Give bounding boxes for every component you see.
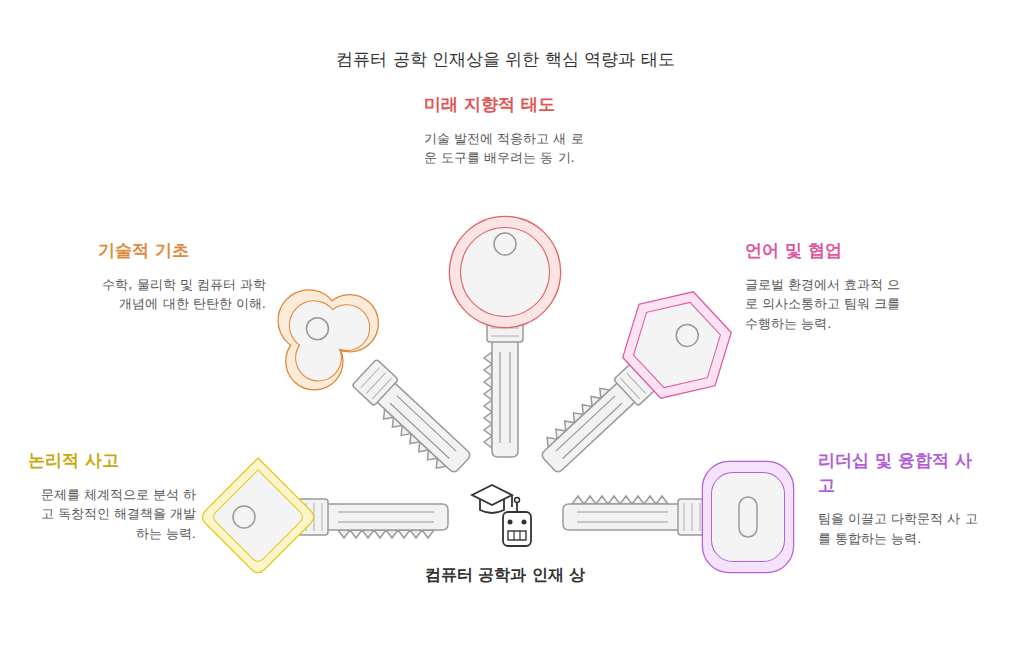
robot-mouth: [513, 531, 514, 540]
caption-body: 수학, 물리학 및 컴퓨터 과학 개념에 대한 탄탄한 이해.: [98, 275, 266, 314]
key-caption: 리더십 및 융합적 사고팀을 이끌고 다학문적 사 고를 통합하는 능력.: [818, 448, 980, 548]
key-hole: [233, 506, 255, 528]
key-groove: [577, 511, 668, 512]
key: [250, 260, 500, 503]
key-head-part: [712, 473, 784, 561]
key-head-part: [203, 459, 313, 572]
key-head: [450, 217, 560, 327]
robot-eye: [522, 520, 527, 525]
key-head: [461, 228, 549, 316]
diagram-title: 컴퓨터 공학 인재상을 위한 핵심 역량과 태도: [0, 48, 1011, 71]
key-head: [703, 462, 793, 572]
key-groove: [556, 396, 615, 451]
key-head-part: [450, 217, 560, 327]
key-groove: [390, 403, 449, 458]
key: [450, 217, 560, 457]
robot-mouth: [519, 531, 520, 540]
key-teeth: [484, 352, 492, 448]
key-head-part: [712, 473, 784, 561]
key-head-part: [703, 462, 793, 572]
key-head: [214, 471, 302, 561]
key-head-part: [214, 471, 302, 561]
caption-heading: 기술적 기초: [98, 238, 266, 263]
key-shaft: [540, 382, 636, 474]
key-neck-ridge: [491, 336, 519, 337]
key-neck-ridge: [684, 503, 685, 531]
key-shaft: [492, 340, 518, 457]
key-neck-ridge: [361, 367, 380, 387]
graduation-cap: [472, 485, 512, 505]
key-hole: [494, 233, 516, 255]
key-caption: 미래 지향적 태도기술 발전에 적응하고 새 로운 도구를 배우려는 동 기.: [424, 92, 596, 168]
key-head-part: [619, 287, 735, 403]
robot-eye: [508, 520, 513, 525]
caption-heading: 리더십 및 융합적 사고: [818, 448, 980, 497]
robot-mouth: [508, 531, 526, 540]
robot-head: [503, 512, 531, 546]
key-groove: [397, 396, 456, 451]
key-groove: [509, 352, 510, 443]
caption-body: 문제를 체계적으로 분석 하고 독창적인 해결책을 개발하는 능력.: [28, 485, 196, 544]
key-hole: [739, 497, 757, 537]
key-shaft: [326, 504, 448, 530]
key-groove: [499, 352, 500, 443]
caption-heading: 컴퓨터 공학과 인재 상: [410, 563, 600, 586]
key-head-part: [605, 272, 750, 417]
key-head-part: [461, 228, 549, 316]
key-neck-ridge: [700, 503, 701, 531]
key-head-part: [450, 217, 560, 327]
key-caption: 언어 및 협업글로벌 환경에서 효과적 으로 의사소통하고 팀워 크를 수행하는…: [745, 238, 913, 333]
caption-heading: 미래 지향적 태도: [424, 92, 596, 117]
key: [563, 462, 793, 572]
key-head-part: [703, 462, 793, 572]
key-shaft: [563, 504, 680, 530]
key-groove: [338, 521, 434, 522]
key-head: [267, 277, 379, 389]
key-head: [712, 473, 784, 561]
key-head: [619, 287, 735, 403]
key-groove: [577, 521, 668, 522]
key: [203, 459, 448, 572]
center-icon: [472, 485, 531, 546]
robot-antenna: [516, 502, 518, 512]
key-head-part: [461, 228, 549, 316]
caption-heading: 언어 및 협업: [745, 238, 913, 263]
key-head-part: [214, 471, 302, 561]
key-head: [605, 272, 750, 417]
key-teeth: [338, 530, 434, 538]
robot-antenna: [515, 498, 520, 503]
key-caption: 논리적 사고문제를 체계적으로 분석 하고 독창적인 해결책을 개발하는 능력.: [28, 448, 196, 543]
key-head-part: [619, 287, 735, 403]
key-shaft: [376, 382, 472, 474]
caption-body: 기술 발전에 적응하고 새 로운 도구를 배우려는 동 기.: [424, 129, 596, 168]
key-hole: [672, 320, 703, 351]
key-caption: 기술적 기초수학, 물리학 및 컴퓨터 과학 개념에 대한 탄탄한 이해.: [98, 238, 266, 314]
key-neck-ridge: [322, 503, 323, 531]
caption-heading: 논리적 사고: [28, 448, 196, 473]
key-head-part: [203, 459, 313, 572]
key-head: [203, 459, 313, 572]
cap-tassel: [511, 495, 513, 507]
key-head: [250, 260, 389, 400]
key-neck-ridge: [372, 378, 391, 398]
key-head-part: [280, 291, 348, 359]
key-groove: [563, 403, 622, 458]
caption-body: 글로벌 환경에서 효과적 으로 의사소통하고 팀워 크를 수행하는 능력.: [745, 275, 913, 334]
key-head-part: [605, 272, 750, 417]
caption-body: 팀을 이끌고 다학문적 사 고를 통합하는 능력.: [818, 509, 980, 548]
key-hole: [302, 313, 333, 344]
key-neck-ridge: [621, 378, 640, 398]
key-neck-ridge: [692, 503, 693, 531]
key-groove: [338, 511, 434, 512]
key-teeth: [572, 496, 668, 504]
key-neck-ridge: [366, 373, 385, 393]
key-neck: [352, 359, 398, 406]
center-label: 컴퓨터 공학과 인재 상: [410, 563, 600, 586]
graduation-cap: [480, 499, 504, 513]
